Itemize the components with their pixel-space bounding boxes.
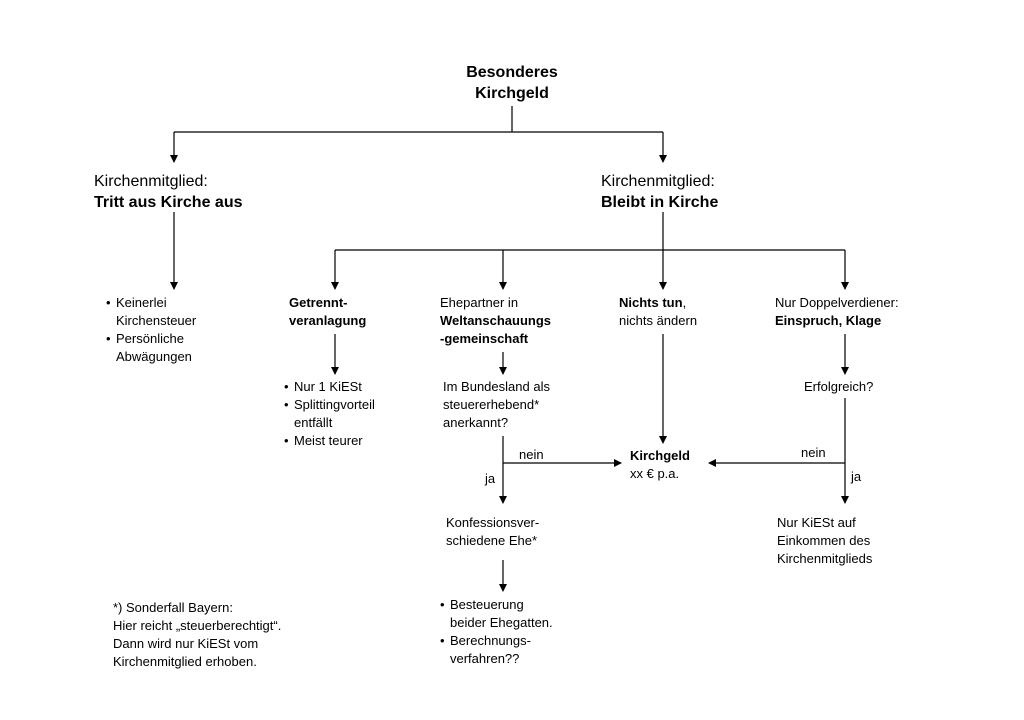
bullet-icon: • <box>440 633 445 648</box>
list-item-text: entfällt <box>294 415 333 430</box>
option-nothing-bold: Nichts tun <box>619 295 683 310</box>
edge-label-yes-right: ja <box>851 469 862 484</box>
root-line-1: Besonderes <box>466 64 558 81</box>
option-separate-node: Getrennt- veranlagung <box>289 294 366 330</box>
right-branch-prefix: Kirchenmitglied: <box>601 173 715 190</box>
right-branch-node: Kirchenmitglied: Bleibt in Kirche <box>601 171 718 213</box>
root-line-2: Kirchgeld <box>475 85 549 102</box>
list-item: • Berechnungs- verfahren?? <box>440 632 553 668</box>
list-item-text: Berechnungs- <box>450 633 531 648</box>
left-branch-node: Kirchenmitglied: Tritt aus Kirche aus <box>94 171 243 213</box>
mixed-marriage-line-1: Konfessionsver- <box>446 515 540 530</box>
list-item-text: Meist teurer <box>294 433 363 448</box>
bullet-icon: • <box>440 597 445 612</box>
list-item-text: Kirchensteuer <box>116 313 197 328</box>
only-kiest-line-2: Einkommen des <box>777 533 871 548</box>
bullet-icon: • <box>106 331 111 346</box>
list-item-text: Splittingvorteil <box>294 397 375 412</box>
footnote-line-2: Hier reicht „steuerberechtigt“. <box>113 618 282 633</box>
list-item-text: Abwägungen <box>116 349 192 364</box>
result-title: Kirchgeld <box>630 448 690 463</box>
mixed-marriage-line-2: schiedene Ehe* <box>446 533 538 548</box>
list-item: • Persönliche Abwägungen <box>106 330 196 366</box>
left-points-list: • Keinerlei Kirchensteuer • Persönliche … <box>106 294 196 366</box>
option-worldview-line-2: Weltanschauungs <box>440 313 552 328</box>
result-node: Kirchgeld xx € p.a. <box>630 447 690 483</box>
question-state-node: Im Bundesland als steuererhebend* anerka… <box>443 378 550 432</box>
list-item-text: Besteuerung <box>450 597 524 612</box>
mixed-marriage-node: Konfessionsver- schiedene Ehe* <box>446 514 539 550</box>
list-item: • Keinerlei Kirchensteuer <box>106 294 196 330</box>
option-objection-line-2: Einspruch, Klage <box>775 313 882 328</box>
option-nothing-node: Nichts tun, nichts ändern <box>619 294 697 330</box>
only-kiest-line-1: Nur KiESt auf <box>777 515 856 530</box>
question-state-line-2: steuererhebend* <box>443 397 540 412</box>
list-item-text: Keinerlei <box>116 295 167 310</box>
left-branch-title: Tritt aus Kirche aus <box>94 194 243 211</box>
option-worldview-node: Ehepartner in Weltanschauungs -gemeinsch… <box>440 294 551 348</box>
list-item: • Meist teurer <box>284 432 375 450</box>
list-item-text: beider Ehegatten. <box>450 615 553 630</box>
footnote-line-3: Dann wird nur KiESt vom <box>113 636 259 651</box>
option-separate-line-2: veranlagung <box>289 313 367 328</box>
option-worldview-line-1: Ehepartner in <box>440 295 519 310</box>
list-item: • Besteuerung beider Ehegatten. <box>440 596 553 632</box>
list-item-text: Nur 1 KiESt <box>294 379 362 394</box>
result-amount: xx € p.a. <box>630 466 680 481</box>
list-item: • Nur 1 KiESt <box>284 378 375 396</box>
footnote-line-1: *) Sonderfall Bayern: <box>113 600 233 615</box>
list-item-text: Persönliche <box>116 331 184 346</box>
only-kiest-line-3: Kirchenmitglieds <box>777 551 873 566</box>
option-nothing-line-2: nichts ändern <box>619 313 698 328</box>
edge-label-yes-left: ja <box>485 471 496 486</box>
option-objection-node: Nur Doppelverdiener: Einspruch, Klage <box>775 294 899 330</box>
root-node: Besonderes Kirchgeld <box>432 62 592 104</box>
bullet-icon: • <box>106 295 111 310</box>
question-state-line-3: anerkannt? <box>443 415 509 430</box>
question-state-line-1: Im Bundesland als <box>443 379 550 394</box>
option-nothing-comma: , <box>682 295 687 310</box>
separate-points-list: • Nur 1 KiESt • Splittingvorteil entfäll… <box>284 378 375 450</box>
right-branch-title: Bleibt in Kirche <box>601 194 719 211</box>
only-kiest-node: Nur KiESt auf Einkommen des Kirchenmitgl… <box>777 514 872 568</box>
option-worldview-line-3: -gemeinschaft <box>440 331 529 346</box>
option-objection-line-1: Nur Doppelverdiener: <box>775 295 899 310</box>
bullet-icon: • <box>284 433 289 448</box>
footnote: *) Sonderfall Bayern: Hier reicht „steue… <box>113 599 281 671</box>
option-separate-line-1: Getrennt- <box>289 295 348 310</box>
question-success-node: Erfolgreich? <box>804 379 874 394</box>
list-item: • Splittingvorteil entfällt <box>284 396 375 432</box>
edge-label-no-left: nein <box>519 447 544 462</box>
mixed-points-list: • Besteuerung beider Ehegatten. • Berech… <box>440 596 553 668</box>
edge-label-no-right: nein <box>801 445 826 460</box>
left-branch-prefix: Kirchenmitglied: <box>94 173 208 190</box>
footnote-line-4: Kirchenmitglied erhoben. <box>113 654 257 669</box>
list-item-text: verfahren?? <box>450 651 520 666</box>
option-nothing-line-1: Nichts tun, <box>619 294 697 312</box>
bullet-icon: • <box>284 379 289 394</box>
bullet-icon: • <box>284 397 289 412</box>
